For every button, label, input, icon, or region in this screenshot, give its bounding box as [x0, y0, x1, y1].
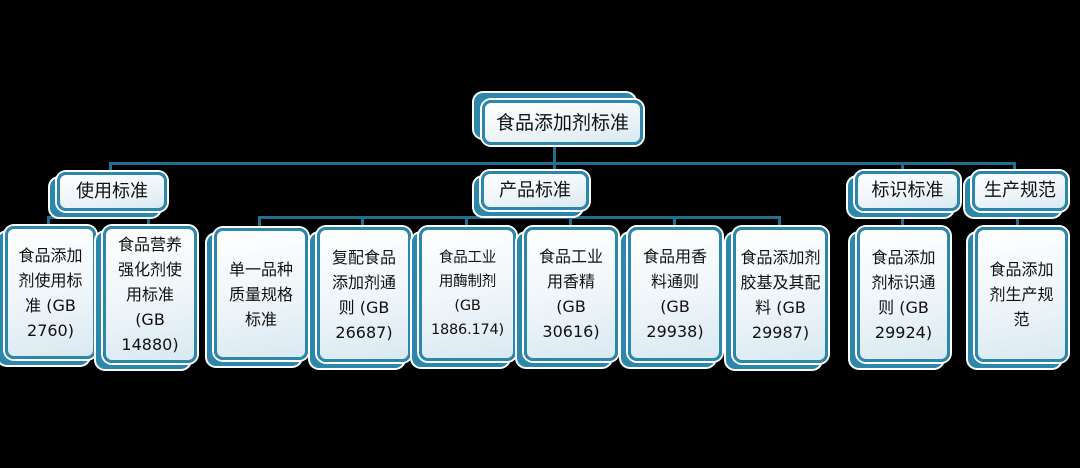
connector-stub-gb29987: [778, 216, 781, 227]
connector-usage-rail: [47, 216, 150, 219]
node-label: 食品工业 用酶制剂 (GB 1886.174): [430, 250, 505, 338]
connector-stub-gb29938: [673, 216, 676, 227]
node-gb14880-nutrition-fortifier: 食品营养 强化剂使 用标准 (GB 14880): [103, 226, 197, 363]
connector-product-rail: [258, 216, 781, 219]
node-label: 食品营养 强化剂使 用标准 (GB 14880): [117, 235, 182, 354]
connector-stub-gb2760: [47, 216, 50, 227]
connector-root-stem: [553, 144, 556, 173]
node-gb26687-compound-additives: 复配食品 添加剂通 则 (GB 26687): [317, 227, 411, 362]
node-gb1886-174-enzyme-preparations: 食品工业 用酶制剂 (GB 1886.174): [419, 227, 516, 361]
connector-stub-production-spec: [1016, 210, 1019, 227]
connector-stub-gb26687: [361, 216, 364, 227]
node-production-specification-leaf: 食品添加 剂生产规 范: [975, 227, 1068, 362]
connector-level2-rail: [109, 162, 1016, 165]
node-product-standards: 产品标准: [481, 171, 589, 210]
node-label: 食品工业 用香精 (GB 30616): [538, 247, 603, 341]
node-label: 食品用香 料通则 (GB 29938): [642, 247, 707, 341]
node-label: 生产规范: [984, 180, 1056, 201]
connector-stub-gb1886-174: [465, 216, 468, 227]
node-label: 复配食品 添加剂通 则 (GB 26687): [331, 247, 396, 342]
connector-stub-production: [1013, 162, 1016, 174]
node-label: 食品添加 剂标识通 则 (GB 29924): [871, 247, 936, 342]
node-label: 使用标准: [76, 180, 148, 202]
connector-stub-labeling: [901, 162, 904, 174]
node-label: 单一品种 质量规格 标准: [228, 259, 293, 329]
node-usage-standards: 使用标准: [57, 172, 167, 211]
node-label: 食品添加剂 胶基及其配 料 (GB 29987): [740, 248, 821, 342]
node-gb29938-flavoring-substances: 食品用香 料通则 (GB 29938): [628, 227, 722, 361]
node-gb2760-usage-standard: 食品添加 剂使用标 准 (GB 2760): [5, 226, 96, 359]
node-label: 食品添加剂标准: [495, 111, 629, 134]
connector-stub-usage: [109, 162, 112, 174]
connector-stub-gb29924: [901, 210, 904, 227]
node-label: 标识标准: [871, 180, 944, 201]
connector-usage-down: [109, 210, 112, 218]
node-single-variety-quality-spec: 单一品种 质量规格 标准: [214, 228, 308, 360]
node-labeling-standards: 标识标准: [855, 171, 960, 211]
connector-stub-single-variety: [258, 216, 261, 227]
node-root-food-additive-standards: 食品添加剂标准: [482, 100, 643, 145]
node-production-specifications: 生产规范: [972, 171, 1068, 211]
node-gb29987-gum-base: 食品添加剂 胶基及其配 料 (GB 29987): [733, 227, 828, 363]
connector-product-down: [532, 208, 535, 218]
node-gb30616-food-flavorings: 食品工业 用香精 (GB 30616): [524, 227, 618, 361]
node-label: 食品添加 剂生产规 范: [989, 260, 1054, 329]
node-gb29924-labeling-rules: 食品添加 剂标识通 则 (GB 29924): [857, 227, 950, 362]
connector-stub-gb30616: [569, 216, 572, 227]
node-label: 食品添加 剂使用标 准 (GB 2760): [18, 245, 83, 340]
node-label: 产品标准: [499, 179, 571, 201]
connector-stub-gb14880: [147, 216, 150, 227]
